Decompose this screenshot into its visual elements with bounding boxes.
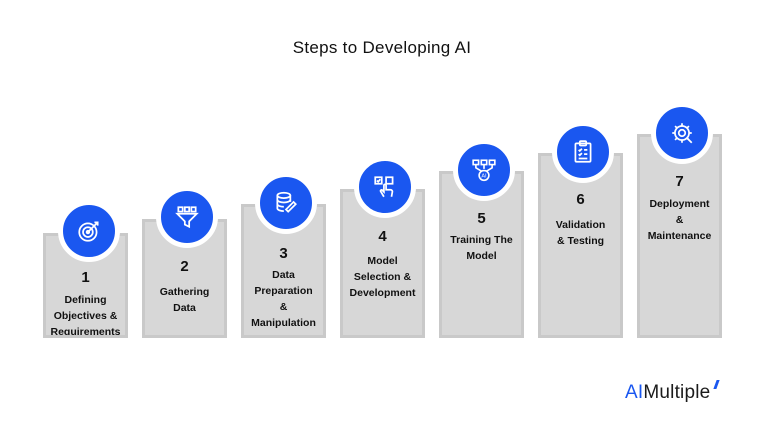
step-1-number: 1 (81, 269, 90, 286)
brand-tick-mark (713, 380, 721, 389)
step-5-number: 5 (477, 210, 486, 227)
step-7-box: 7 Deployment&Maintenance (637, 134, 722, 338)
brand-suffix: Multiple (643, 382, 711, 403)
step-6-box: 6 Validation& Testing (538, 153, 623, 338)
step-6-label: Validation& Testing (555, 219, 606, 247)
brand-prefix: AI (625, 382, 644, 403)
checklist-icon (552, 121, 614, 183)
step-7-number: 7 (675, 173, 684, 190)
diagram-title: Steps to Developing AI (292, 38, 472, 57)
svg-text:AI: AI (481, 173, 487, 179)
database-icon (255, 172, 317, 234)
hand-select-icon (354, 156, 416, 218)
step-7-label: Deployment&Maintenance (647, 198, 712, 242)
target-icon (58, 200, 120, 262)
step-6-number: 6 (576, 191, 585, 208)
ai-network-icon: AI (453, 139, 515, 201)
step-4-number: 4 (378, 228, 387, 245)
brand-logo: AIMultiple (625, 380, 721, 404)
step-2-number: 2 (180, 258, 189, 275)
funnel-icon (156, 186, 218, 248)
gear-icon (651, 102, 713, 164)
step-3-number: 3 (279, 245, 288, 262)
